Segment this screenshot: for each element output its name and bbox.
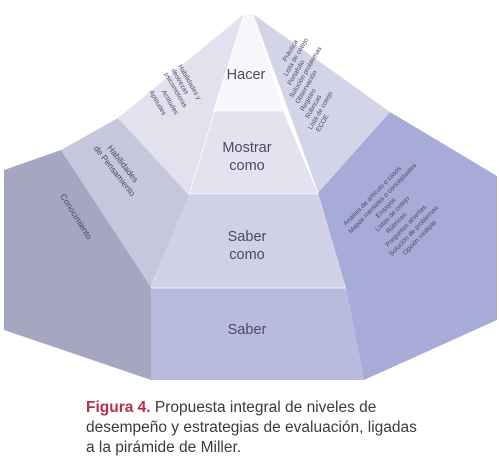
tier-mostrar-como [189, 111, 318, 194]
right-bottom-wedge [318, 112, 497, 380]
level-saber-como-label-1: Saber [228, 229, 267, 245]
level-mostrar-label-1: Mostrar [222, 140, 271, 156]
tier-saber [151, 288, 364, 380]
caption-line-1: Figura 4. Propuesta integral de niveles … [86, 398, 486, 418]
middle-left-wedge [61, 118, 189, 287]
figure-caption: Figura 4. Propuesta integral de niveles … [86, 398, 486, 458]
outer-left-wedge [4, 150, 151, 380]
level-saber-como-label-2: como [229, 247, 264, 263]
tier-hacer [213, 14, 283, 111]
level-mostrar-label-2: como [229, 158, 264, 174]
miller-pyramid-pentagon: Hacer Mostrar como Saber como Saber Cono… [4, 13, 497, 380]
level-hacer-label: Hacer [227, 67, 266, 83]
tier-saber-como [151, 194, 346, 288]
level-saber-label: Saber [228, 322, 267, 338]
caption-line-3: a la pirámide de Miller. [86, 439, 242, 456]
inner-left-wedge [118, 14, 244, 195]
caption-text-1: Propuesta integral de niveles de [150, 399, 377, 416]
right-top-wedge [253, 14, 390, 193]
figure-label: Figura 4. [86, 399, 151, 416]
caption-line-2: desempeño y estrategias de evaluación, l… [86, 419, 417, 436]
